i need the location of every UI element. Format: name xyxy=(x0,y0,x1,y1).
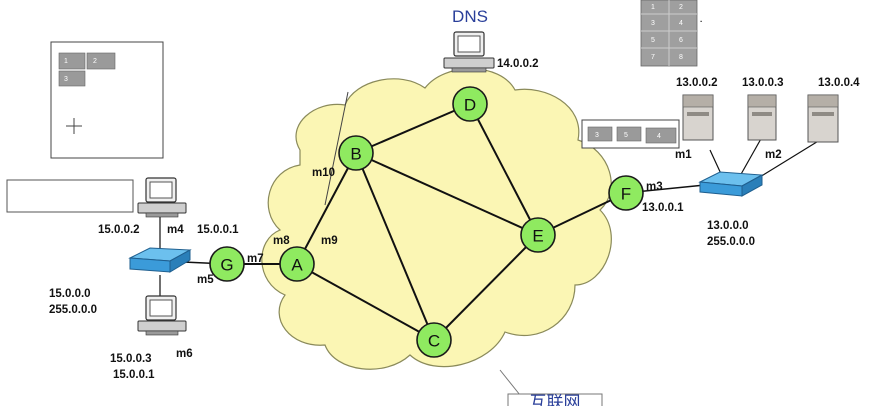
srv1-ip: 13.0.0.2 xyxy=(676,77,718,89)
table-cell-1: 1 xyxy=(64,58,68,65)
pc-bottom-ip: 15.0.0.3 xyxy=(110,353,152,365)
grid-cell-4: 4 xyxy=(679,20,683,27)
link-c-e xyxy=(433,234,539,341)
grid-cell-6: 6 xyxy=(679,37,683,44)
left-switch xyxy=(128,247,192,273)
dns-ip: 14.0.0.2 xyxy=(497,58,539,70)
link-b-d xyxy=(355,103,471,154)
pc-top-ip: 15.0.0.2 xyxy=(98,224,140,236)
link-srv3 xyxy=(754,139,821,181)
server-3 xyxy=(807,94,839,143)
right-panel: 3 5 4 xyxy=(581,119,680,149)
grid-cell-7: 7 xyxy=(651,54,655,61)
grid-cell-5: 5 xyxy=(651,37,655,44)
label-m1: m1 xyxy=(675,149,692,161)
label-m6: m6 xyxy=(176,348,193,360)
router-f-label: F xyxy=(621,185,631,204)
g-ip: 15.0.0.1 xyxy=(197,224,239,236)
left-mask: 255.0.0.0 xyxy=(49,304,97,316)
router-b: B xyxy=(338,135,374,171)
grid-cell-2: 2 xyxy=(679,4,683,11)
router-d-label: D xyxy=(464,96,476,115)
label-m3: m3 xyxy=(646,181,663,193)
right-switch xyxy=(698,171,764,197)
router-c-circle xyxy=(416,322,452,358)
link-m2 xyxy=(739,136,763,177)
link-b-e xyxy=(355,152,539,236)
right-cell-2: 5 xyxy=(624,132,628,139)
grid-cell-8: 8 xyxy=(679,54,683,61)
router-g-label: G xyxy=(220,256,233,275)
label-m2: m2 xyxy=(765,149,782,161)
link-b-c xyxy=(355,152,435,341)
pc-bottom-gw: 15.0.0.1 xyxy=(113,369,155,381)
pc-top xyxy=(137,177,187,218)
router-d: D xyxy=(452,86,488,122)
router-a-label: A xyxy=(291,256,303,275)
pc-bottom xyxy=(137,295,187,336)
routers: A B C D E F G xyxy=(209,86,644,358)
router-d-circle xyxy=(452,86,488,122)
annotation-line xyxy=(324,91,349,206)
router-a-circle xyxy=(279,246,315,282)
table-cell-2: 2 xyxy=(93,58,97,65)
right-cell-3: 4 xyxy=(657,133,661,140)
label-m10: m10 xyxy=(312,167,335,179)
links xyxy=(227,103,627,341)
router-b-label: B xyxy=(350,145,361,164)
cloud-label: 互联网 xyxy=(530,393,581,406)
right-net: 13.0.0.0 xyxy=(707,220,749,232)
label-m8: m8 xyxy=(273,235,290,247)
router-b-circle xyxy=(338,135,374,171)
left-net: 15.0.0.0 xyxy=(49,288,91,300)
grid-panel: 1 2 3 4 5 6 7 8 xyxy=(640,0,698,67)
router-c-label: C xyxy=(428,332,440,351)
router-e-label: E xyxy=(532,227,543,246)
table-panel: 1 2 3 xyxy=(50,41,164,159)
f-ip: 13.0.0.1 xyxy=(642,202,684,214)
crosshair-icon xyxy=(66,118,82,134)
server-2 xyxy=(747,94,777,141)
empty-text-box xyxy=(6,179,134,213)
router-f-circle xyxy=(608,175,644,211)
router-e-circle xyxy=(520,217,556,253)
srv3-ip: 13.0.0.4 xyxy=(818,77,860,89)
link-d-e xyxy=(469,103,539,236)
right-cell-1: 3 xyxy=(595,132,599,139)
router-e: E xyxy=(520,217,556,253)
link-a-b xyxy=(296,152,357,265)
server-1 xyxy=(682,94,714,141)
table-cell-3: 3 xyxy=(64,76,68,83)
grid-cell-1: 1 xyxy=(651,4,655,11)
label-m7: m7 xyxy=(247,253,264,265)
grid-cell-3: 3 xyxy=(651,20,655,27)
router-f: F xyxy=(608,175,644,211)
label-m4: m4 xyxy=(167,224,184,236)
dns-server-computer xyxy=(443,31,495,73)
right-mask: 255.0.0.0 xyxy=(707,236,755,248)
router-g: G xyxy=(209,246,245,282)
dns-title: DNS xyxy=(452,7,488,26)
label-m9: m9 xyxy=(321,235,338,247)
router-g-circle xyxy=(209,246,245,282)
srv2-ip: 13.0.0.3 xyxy=(742,77,784,89)
router-a: A xyxy=(279,246,315,282)
label-m5: m5 xyxy=(197,274,214,286)
grid-dot: . xyxy=(700,15,702,24)
link-a-c xyxy=(296,263,435,341)
router-c: C xyxy=(416,322,452,358)
